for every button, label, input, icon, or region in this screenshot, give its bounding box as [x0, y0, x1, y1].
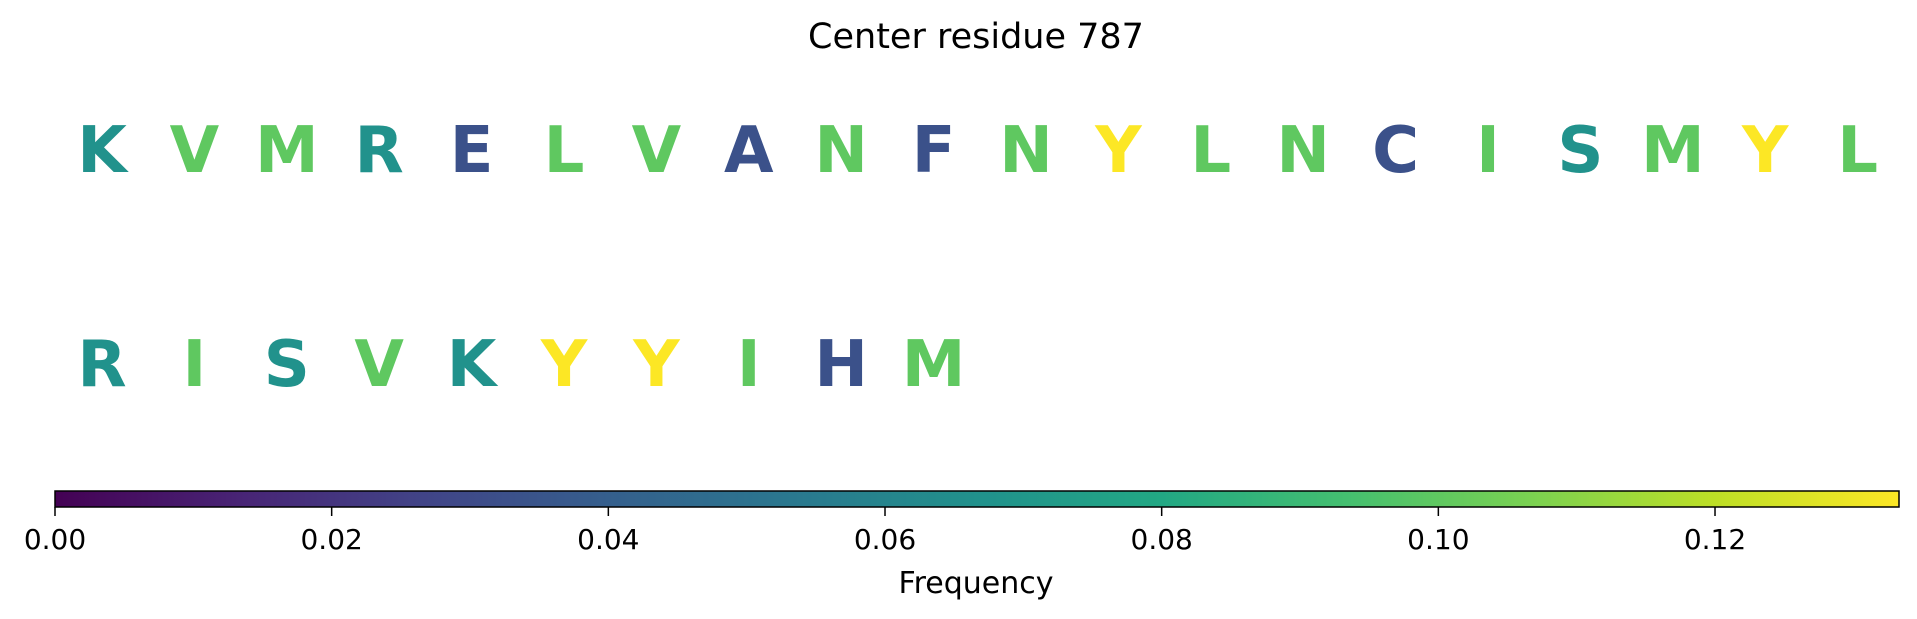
colorbar: 0.00 0.02 0.04 0.06 0.08 0.10 0.12 Frequency	[24, 490, 1900, 601]
colorbar-tick-label: 0.04	[577, 523, 639, 556]
residue-1-6: L	[544, 114, 585, 188]
residue-2-4: V	[354, 328, 404, 402]
residue-1-11: N	[999, 114, 1053, 188]
residue-1-4: R	[355, 114, 404, 188]
residue-1-7: V	[632, 114, 682, 188]
residue-2-1: R	[77, 328, 126, 402]
residue-1-15: C	[1372, 114, 1419, 188]
residue-1-14: N	[1276, 114, 1330, 188]
residue-1-9: N	[814, 114, 868, 188]
residue-1-10: F	[912, 114, 956, 188]
residue-1-13: L	[1190, 114, 1231, 188]
colorbar-tick-label: 0.08	[1131, 523, 1193, 556]
colorbar-tick-label: 0.02	[300, 523, 362, 556]
residue-1-19: Y	[1741, 114, 1789, 188]
residue-2-3: S	[264, 328, 310, 402]
chart-title: Center residue 787	[808, 17, 1144, 57]
colorbar-tick-label: 0.12	[1684, 523, 1746, 556]
residue-1-17: S	[1557, 114, 1603, 188]
colorbar-ticks: 0.00 0.02 0.04 0.06 0.08 0.10 0.12	[24, 507, 1746, 556]
residue-1-5: E	[450, 114, 494, 188]
residue-1-18: M	[1641, 114, 1705, 188]
residue-2-9: H	[814, 328, 868, 402]
residue-1-3: M	[255, 114, 319, 188]
residue-1-1: K	[77, 114, 129, 188]
residue-2-8: I	[737, 328, 761, 402]
residue-2-5: K	[447, 328, 499, 402]
colorbar-tick-label: 0.06	[854, 523, 916, 556]
colorbar-gradient	[54, 490, 1900, 508]
residue-1-12: Y	[1094, 114, 1142, 188]
residue-1-20: L	[1837, 114, 1878, 188]
residue-2-7: Y	[632, 328, 680, 402]
colorbar-tick-label: 0.00	[24, 523, 86, 556]
residue-2-2: I	[182, 328, 206, 402]
residue-2-10: M	[902, 328, 966, 402]
colorbar-tick-label: 0.10	[1407, 523, 1469, 556]
residue-1-8: A	[724, 114, 774, 188]
colorbar-label: Frequency	[899, 566, 1054, 601]
residue-1-16: I	[1476, 114, 1500, 188]
residue-2-6: Y	[540, 328, 588, 402]
residue-1-2: V	[170, 114, 220, 188]
